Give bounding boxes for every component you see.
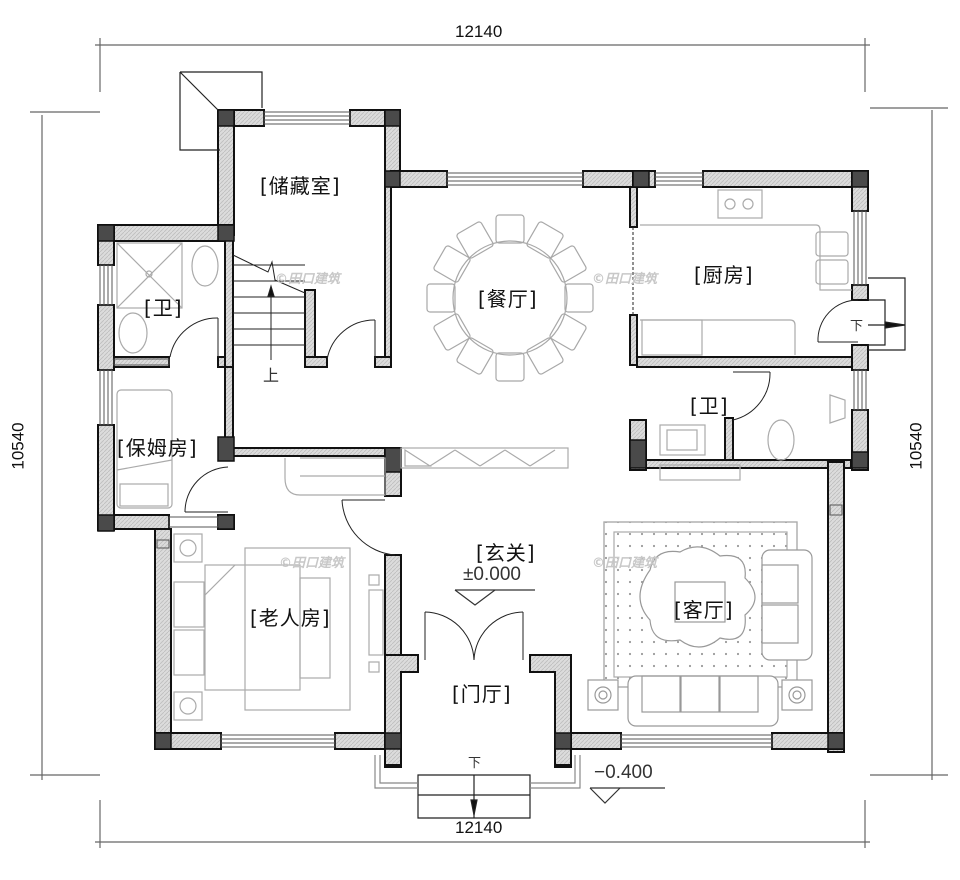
- elder-room-furniture: [173, 533, 384, 721]
- bath-left-fixtures: [116, 242, 219, 354]
- room-label-storage: [储藏室]: [260, 174, 341, 198]
- dining-table-set: [426, 214, 594, 382]
- elevation-foyer: ±0.000: [463, 564, 521, 585]
- room-label-nanny: [保姆房]: [117, 436, 198, 460]
- windows: [99, 111, 867, 748]
- elevation-markers: [454, 589, 665, 804]
- dimension-bottom: 12140: [455, 818, 503, 837]
- shoe-cabinet: [284, 447, 569, 496]
- dimension-left: 10540: [8, 422, 28, 470]
- kitchen-fixtures: [640, 189, 852, 356]
- stair-down-label-kitchen: 下: [850, 319, 864, 334]
- watermark: ©田口建筑: [275, 272, 341, 287]
- dimension-top: 12140: [455, 22, 503, 41]
- nanny-bed: [116, 389, 173, 509]
- exterior-steps: [179, 71, 906, 819]
- dimension-lines: [30, 38, 948, 848]
- living-room-furniture: [587, 521, 813, 727]
- doors: [169, 227, 859, 661]
- room-label-foyer: [玄关]: [476, 541, 536, 565]
- elevation-exterior: −0.400: [594, 762, 653, 783]
- watermark: ©田口建筑: [592, 556, 658, 571]
- room-label-bath-right: [卫]: [690, 394, 729, 418]
- stair-down-label-entrance: 下: [468, 756, 482, 771]
- room-label-living: [客厅]: [674, 598, 734, 622]
- dimension-right: 10540: [906, 422, 926, 470]
- room-label-elder: [老人房]: [250, 606, 331, 630]
- staircase: [232, 254, 306, 360]
- watermark: ©田口建筑: [592, 272, 658, 287]
- room-label-entrance-hall: [门厅]: [452, 682, 512, 706]
- watermark: ©田口建筑: [279, 556, 345, 571]
- room-label-bath-left: [卫]: [144, 296, 183, 320]
- room-label-kitchen: [厨房]: [694, 263, 754, 287]
- bath-right-fixtures: [659, 394, 846, 481]
- room-label-dining: [餐厅]: [478, 287, 538, 311]
- stair-up-label: 上: [263, 366, 280, 385]
